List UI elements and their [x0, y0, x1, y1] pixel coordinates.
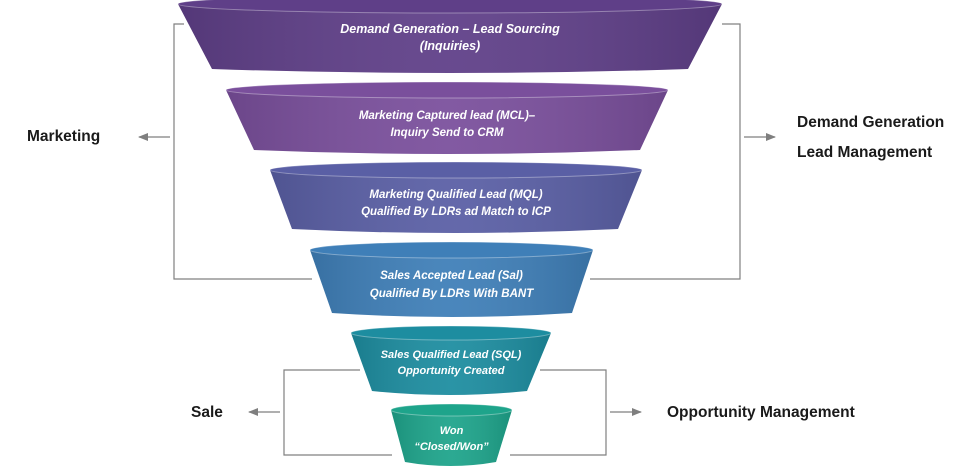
funnel-stage: Marketing Captured lead (MCL)– Inquiry Se… [225, 81, 669, 154]
lead-management-label: Lead Management [797, 144, 932, 161]
funnel-stage-label: Marketing Qualified Lead (MQL) [369, 189, 542, 201]
marketing-label: Marketing [27, 128, 100, 145]
funnel-stage-shading [226, 90, 668, 154]
funnel-stages: Demand Generation – Lead Sourcing (Inquir… [177, 0, 723, 466]
funnel-stage-label: Inquiry Send to CRM [390, 127, 504, 139]
funnel-stage-label: Opportunity Created [398, 365, 505, 377]
demand-gen-bracket [590, 23, 741, 280]
funnel-stage: Sales Qualified Lead (SQL) Opportunity Cr… [350, 325, 552, 395]
funnel-stage-rim [390, 403, 513, 417]
funnel-stage-rim [177, 0, 723, 14]
funnel-stage-rim [269, 161, 643, 179]
funnel-stage-label: Qualified By LDRs ad Match to ICP [361, 206, 551, 218]
funnel-stage-label: (Inquiries) [420, 39, 480, 53]
funnel-stage: Sales Accepted Lead (Sal) Qualified By LD… [309, 241, 594, 317]
funnel-stage-shading [310, 250, 593, 317]
sale-label: Sale [191, 404, 223, 421]
funnel-stage-shading [391, 410, 512, 466]
funnel-stage-rim [309, 241, 594, 259]
funnel-stage-rim [350, 325, 552, 341]
funnel-stage-label: “Closed/Won” [414, 441, 489, 453]
funnel-stage-label: Demand Generation – Lead Sourcing [340, 22, 560, 36]
demand-generation-label: Demand Generation [797, 114, 944, 131]
funnel-stage-shading [178, 4, 722, 73]
funnel-stage: Demand Generation – Lead Sourcing (Inquir… [177, 0, 723, 73]
opportunity-bracket [510, 369, 607, 456]
funnel-stage-label: Sales Accepted Lead (Sal) [380, 270, 523, 282]
funnel-stage-rim [225, 81, 669, 99]
funnel-stage: Won “Closed/Won” [390, 403, 513, 466]
funnel-stage: Marketing Qualified Lead (MQL) Qualified … [269, 161, 643, 233]
funnel-stage-label: Marketing Captured lead (MCL)– [359, 110, 536, 122]
marketing-bracket [173, 23, 312, 280]
funnel-stage-shading [270, 170, 642, 233]
funnel-stage-label: Qualified By LDRs With BANT [370, 288, 534, 300]
funnel-stage-label: Sales Qualified Lead (SQL) [381, 349, 522, 361]
funnel-stage-label: Won [440, 425, 464, 437]
funnel-stage-shading [351, 333, 551, 395]
sale-bracket [283, 369, 392, 456]
opportunity-management-label: Opportunity Management [667, 404, 855, 421]
